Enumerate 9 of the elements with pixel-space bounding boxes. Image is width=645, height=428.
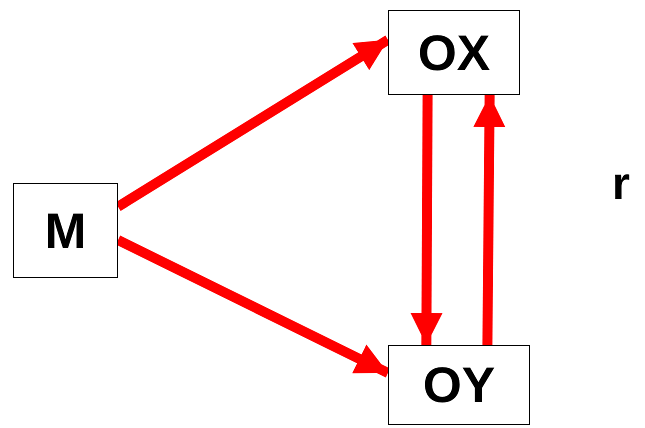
node-label: M <box>44 206 86 256</box>
node-box <box>388 345 530 425</box>
node-box <box>388 10 520 95</box>
node-label: OX <box>418 28 490 78</box>
arrow <box>410 94 442 346</box>
variable-label: r <box>612 160 630 206</box>
node-label: OY <box>422 360 496 410</box>
arrow <box>473 94 506 346</box>
node-box <box>13 183 118 278</box>
